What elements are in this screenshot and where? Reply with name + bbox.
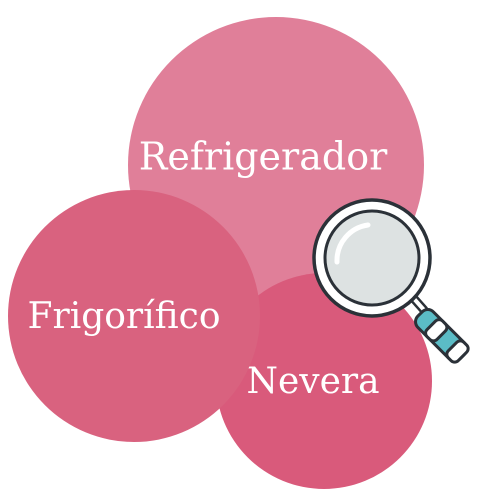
magnifying-glass-lens [312, 198, 432, 318]
bubble-refrigerador-label: Refrigerador [139, 135, 388, 179]
magnifying-glass-icon [312, 198, 470, 364]
bubble-frigorifico-circle [8, 190, 260, 442]
bubble-nevera-circle [216, 273, 432, 489]
bubble-nevera: Nevera [216, 273, 432, 489]
bubble-frigorifico-label: Frigorífico [28, 296, 221, 337]
bubble-nevera-label: Nevera [246, 361, 379, 402]
bubble-frigorifico: Frigorífico [8, 190, 260, 442]
